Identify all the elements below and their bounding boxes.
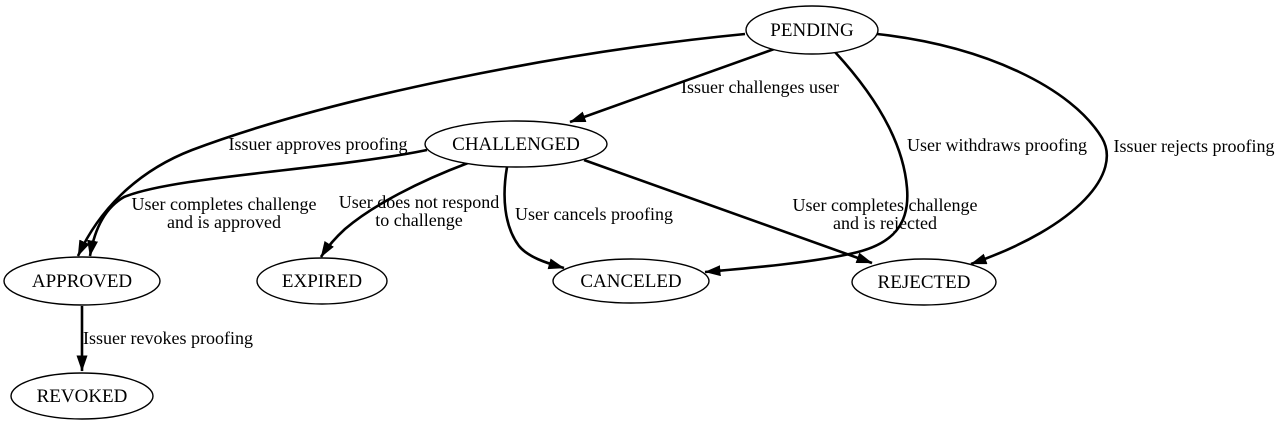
- edge-label-issuer-rejects-proofing: Issuer rejects proofing: [1114, 136, 1275, 156]
- edge-label-user-completes-challenge-rejected-line2: and is rejected: [833, 213, 937, 233]
- node-expired-label: EXPIRED: [282, 271, 362, 292]
- node-canceled-label: CANCELED: [580, 271, 681, 292]
- node-revoked-ellipse: [10, 372, 154, 420]
- nodes: PENDING CHALLENGED APPROVED EXPIRED CANC…: [3, 5, 997, 420]
- edge-label-user-withdraws-proofing: User withdraws proofing: [907, 135, 1087, 155]
- edge-approved-revoked: Issuer revokes proofing: [76, 306, 253, 372]
- node-approved-label: APPROVED: [32, 271, 132, 292]
- node-expired-ellipse: [256, 257, 388, 305]
- node-revoked: REVOKED: [10, 372, 154, 420]
- edge-label-user-completes-challenge-approved-line1: User completes challenge: [132, 194, 317, 214]
- edge-label-issuer-challenges-user: Issuer challenges user: [681, 77, 839, 97]
- node-rejected-label: REJECTED: [878, 272, 971, 293]
- node-canceled-ellipse: [552, 258, 710, 304]
- edge-challenged-canceled: User cancels proofing: [503, 166, 673, 270]
- node-canceled: CANCELED: [552, 258, 710, 304]
- node-challenged-ellipse: [424, 120, 608, 168]
- edge-pending-approved: Issuer approves proofing: [76, 32, 746, 257]
- edge-label-user-cancels-proofing: User cancels proofing: [515, 204, 673, 224]
- node-pending-ellipse: [745, 5, 879, 55]
- node-pending: PENDING: [745, 5, 879, 55]
- edge-label-user-does-not-respond-line2: to challenge: [375, 210, 462, 230]
- edge-label-user-completes-challenge-approved-line2: and is approved: [167, 212, 281, 232]
- edge-pending-canceled: User withdraws proofing: [704, 51, 1087, 277]
- node-rejected-ellipse: [851, 258, 997, 306]
- edges: Issuer challenges user Issuer approves p…: [76, 32, 1275, 372]
- node-expired: EXPIRED: [256, 257, 388, 305]
- edge-label-issuer-revokes-proofing: Issuer revokes proofing: [83, 328, 253, 348]
- edge-label-issuer-approves-proofing: Issuer approves proofing: [229, 134, 408, 154]
- edge-challenged-approved: User completes challenge and is approved: [87, 148, 428, 257]
- edge-label-user-completes-challenge-rejected-line1: User completes challenge: [793, 195, 978, 215]
- node-approved: APPROVED: [3, 256, 161, 306]
- node-challenged-label: CHALLENGED: [452, 134, 580, 155]
- node-rejected: REJECTED: [851, 258, 997, 306]
- node-revoked-label: REVOKED: [37, 386, 128, 407]
- node-approved-ellipse: [3, 256, 161, 306]
- edge-challenged-rejected: User completes challenge and is rejected: [583, 158, 978, 265]
- edge-pending-rejected: Issuer rejects proofing: [876, 32, 1275, 266]
- edge-challenged-expired: User does not respond to challenge: [319, 161, 499, 258]
- node-pending-label: PENDING: [770, 20, 854, 41]
- edge-label-user-does-not-respond-line1: User does not respond: [339, 192, 499, 212]
- edge-pending-challenged: Issuer challenges user: [569, 46, 839, 124]
- node-challenged: CHALLENGED: [424, 120, 608, 168]
